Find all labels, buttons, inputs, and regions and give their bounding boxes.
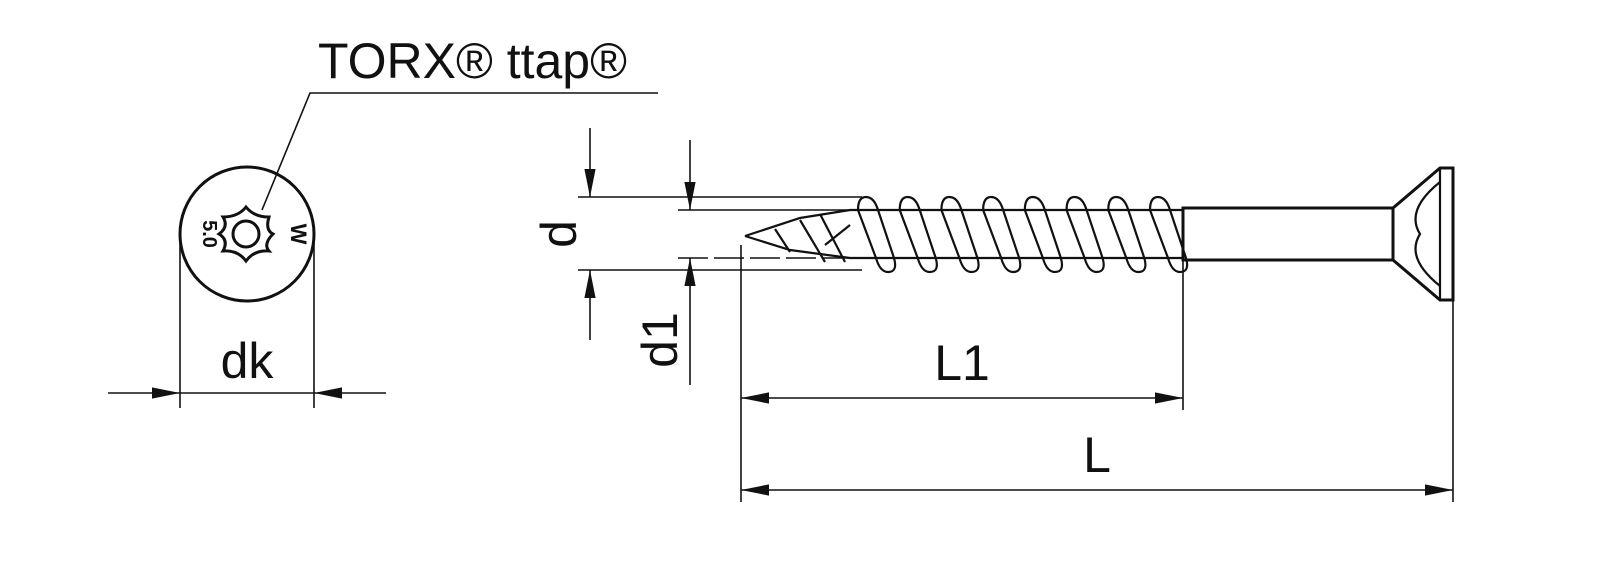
drill-tip (774, 213, 851, 263)
dk-label: dk (221, 333, 275, 389)
head-marking: 5.0 (198, 220, 220, 248)
l-label: L (1083, 427, 1111, 483)
thread-turn (1023, 195, 1064, 274)
thread-turn (898, 195, 938, 274)
thread-turn (982, 195, 1022, 274)
thread-turn (856, 195, 897, 274)
torx-recess-icon (216, 204, 276, 264)
thread-turn (1065, 195, 1105, 274)
thread-group (856, 195, 1189, 274)
d1-label: d1 (632, 312, 688, 368)
thread-turn (1148, 195, 1189, 274)
head-top-view: 5.0 W TORX® ttap® dk (108, 33, 658, 408)
leader-line (261, 92, 658, 211)
countersunk-head (1392, 166, 1455, 302)
head-rib (1414, 181, 1441, 287)
core-top (744, 208, 1183, 238)
d-label: d (531, 220, 587, 248)
screw-side-view: d d1 L1 L (531, 128, 1455, 502)
shank (1181, 206, 1395, 262)
thread-turn (940, 195, 980, 274)
l1-label: L1 (934, 335, 990, 391)
drive-label: TORX® ttap® (318, 33, 627, 89)
thread-turn (1107, 195, 1147, 274)
head-logo: W (286, 224, 311, 245)
